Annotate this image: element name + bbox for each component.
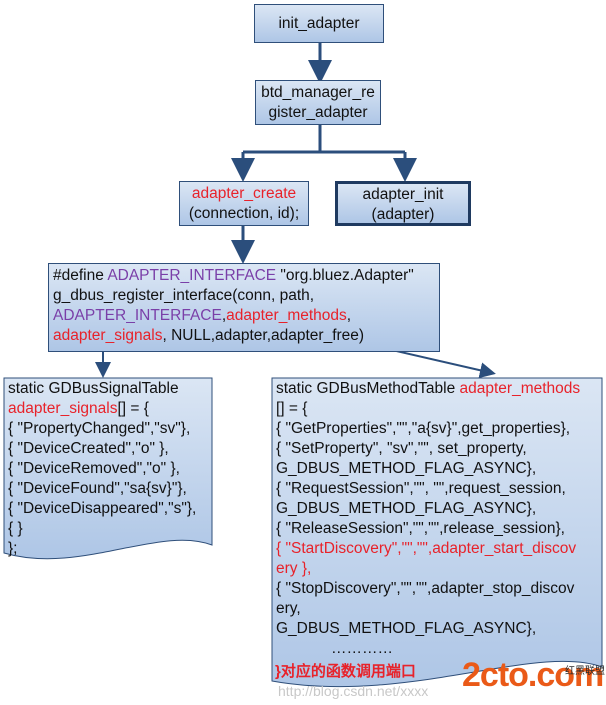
method-row-start-discovery-tail: ery }, <box>276 559 602 579</box>
adapter-init-name: adapter_init <box>362 186 444 203</box>
method-row: { "ReleaseSession","","",release_session… <box>276 520 565 537</box>
signals-table-text: static GDBusSignalTable adapter_signals[… <box>8 379 213 559</box>
method-row-start-discovery: { "StartDiscovery","","",adapter_start_d… <box>276 540 577 557</box>
method-row: ery, <box>276 600 301 617</box>
methods-title: static GDBusMethodTable <box>276 380 460 397</box>
start-discovery-tail-text: ery }, <box>276 560 312 577</box>
signal-row: { "DeviceRemoved","o" }, <box>8 460 180 477</box>
define-line-1: #define ADAPTER_INTERFACE "org.bluez.Ada… <box>53 266 435 286</box>
method-row: G_DBUS_METHOD_FLAG_ASYNC}, <box>276 500 537 517</box>
signal-row: { "DeviceCreated","o" }, <box>8 440 169 457</box>
methods-decl-tail: [] = { <box>276 400 308 417</box>
define-line-3-comma2: , <box>346 307 352 324</box>
define-line-3-comma: , <box>221 307 227 324</box>
init-adapter-label: init_adapter <box>278 15 360 32</box>
method-row: { "RequestSession","", "",request_sessio… <box>276 480 566 497</box>
method-row: G_DBUS_METHOD_FLAG_ASYNC}, <box>276 460 537 477</box>
blog-watermark: http://blog.csdn.net/xxxx <box>278 683 429 699</box>
signals-decl: adapter_signals[] = { <box>8 399 213 419</box>
define-keyword: #define <box>53 267 108 284</box>
init-adapter-node: init_adapter <box>254 4 384 43</box>
method-row: G_DBUS_METHOD_FLAG_ASYNC}, <box>276 620 537 637</box>
signal-row: { "DeviceFound","sa{sv}"}, <box>8 480 187 497</box>
methods-decl: static GDBusMethodTable adapter_methods <box>276 379 602 399</box>
define-value: "org.bluez.Adapter" <box>276 267 414 284</box>
define-line-4-rest: , NULL,adapter,adapter_free) <box>162 327 365 344</box>
define-line-3: ADAPTER_INTERFACE,adapter_methods, <box>53 306 435 326</box>
methods-table-text: static GDBusMethodTable adapter_methods … <box>276 379 602 659</box>
methods-document-node <box>271 377 603 688</box>
signals-name: adapter_signals <box>8 400 118 417</box>
adapter-init-node: adapter_init (adapter) <box>335 181 471 226</box>
signal-row: { } <box>8 520 23 537</box>
register-interface-node: #define ADAPTER_INTERFACE "org.bluez.Ada… <box>48 263 440 352</box>
signal-row: }; <box>8 540 18 557</box>
define-line-4-signals: adapter_signals <box>53 327 163 344</box>
signals-document-node <box>3 377 213 560</box>
define-line-4: adapter_signals, NULL,adapter,adapter_fr… <box>53 326 435 346</box>
method-row: { "StopDiscovery","","",adapter_stop_dis… <box>276 580 575 597</box>
signal-row: { "PropertyChanged","sv"}, <box>8 420 191 437</box>
register-label-line-1: btd_manager_re <box>261 84 375 101</box>
signals-title: static GDBusSignalTable <box>8 380 179 397</box>
register-label-line-2: gister_adapter <box>268 104 368 121</box>
method-row: { "GetProperties","","a{sv}",get_propert… <box>276 420 571 437</box>
adapter-create-node: adapter_create (connection, id); <box>179 181 309 226</box>
signals-decl-tail: [] = { <box>117 400 149 417</box>
site-logo: 2cto.com <box>462 656 604 694</box>
function-port-note: }对应的函数调用端口 <box>275 663 416 680</box>
site-logo-sub: 红黑联盟 <box>565 666 605 677</box>
adapter-create-args: (connection, id); <box>188 205 300 222</box>
method-row: { "SetProperty", "sv","", set_property, <box>276 440 527 457</box>
connector-register-split <box>243 125 322 154</box>
define-line-3-methods: adapter_methods <box>226 307 347 324</box>
adapter-create-name: adapter_create <box>191 185 297 202</box>
register-adapter-node: btd_manager_re gister_adapter <box>255 80 381 125</box>
method-row-ellipsis: ………… <box>331 640 393 657</box>
define-line-3-macro: ADAPTER_INTERFACE <box>53 307 222 324</box>
methods-name: adapter_methods <box>459 380 581 397</box>
signal-row: { "DeviceDisappeared","s"}, <box>8 500 197 517</box>
define-macro: ADAPTER_INTERFACE <box>107 267 277 284</box>
define-line-2: g_dbus_register_interface(conn, path, <box>53 287 315 304</box>
adapter-init-args: (adapter) <box>371 206 435 223</box>
